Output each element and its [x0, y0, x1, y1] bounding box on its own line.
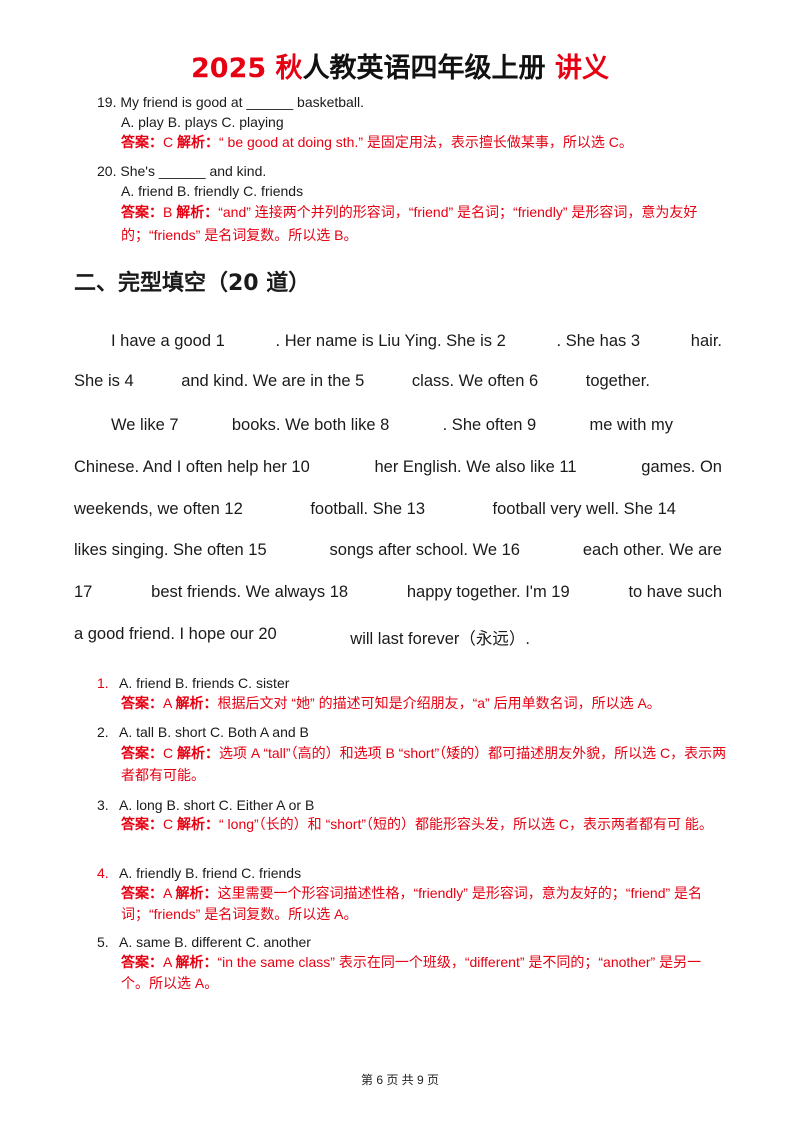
cloze-question-1: 1. A. friend B. friends C. sister 答案：A 解析…	[97, 673, 729, 713]
passage-segment: weekends, we often 12	[74, 500, 243, 518]
passage-segment: happy together. I'm 19	[406, 583, 570, 601]
question-stem: My friend is good at ______ basketball.	[120, 94, 364, 110]
title-main: 人教英语四年级上册	[302, 53, 555, 84]
page-title: 2025 秋人教英语四年级上册 讲义	[0, 52, 800, 86]
analysis-label: 解析：	[177, 745, 219, 761]
analysis-text: 根据后文对 “她” 的描述可知是介绍朋友，“a” 后用单数名词，所以选 A。	[217, 695, 661, 711]
analysis-text: 这里需要一个形容词描述性格，“friendly” 是形容词，意为友好的；“fri…	[121, 885, 703, 922]
passage-segment: to have such	[628, 583, 722, 601]
answer-block: 答案：A 解析：根据后文对 “她” 的描述可知是介绍朋友，“a” 后用单数名词，…	[97, 693, 729, 713]
passage-segment: Chinese. And I often help her 10	[74, 458, 310, 476]
passage-segment: hair.	[690, 332, 722, 350]
question-number: 3.	[97, 797, 109, 813]
passage-segment: She is 4	[74, 372, 134, 390]
passage-segment: football very well. She 14	[492, 500, 676, 518]
answer-label: 答案：	[121, 885, 163, 901]
passage-segment: I have a good 1	[111, 332, 225, 350]
answer-block: 答案：C 解析：“ long”（长的）和 “short”（短的）都能形容头发，所…	[97, 815, 729, 834]
analysis-text: “ long”（长的）和 “short”（短的）都能形容头发，所以选 C，表示两…	[219, 816, 713, 832]
passage-segment: songs after school. We 16	[329, 541, 520, 559]
passage-segment: me with my	[589, 416, 673, 434]
passage-segment: together.	[585, 372, 650, 390]
cloze-question-2: 2. A. tall B. short C. Both A and B 答案：C …	[97, 722, 729, 786]
cloze-question-5: 5. A. same B. different C. another 答案：A 解…	[97, 932, 729, 994]
answer-block: 答案：B 解析：“and” 连接两个并列的形容词，“friend” 是名词；“f…	[97, 201, 731, 247]
passage-segment: and kind. We are in the 5	[181, 372, 365, 390]
question-options: A. friendly B. friend C. friends	[119, 865, 302, 881]
passage-segment: class. We often 6	[411, 372, 539, 390]
page-footer: 第 6 页 共 9 页	[360, 1073, 440, 1087]
question-stem: She's ______ and kind.	[120, 163, 267, 179]
passage-segment: a good friend. I hope our 20	[74, 625, 277, 643]
answer-value: C	[163, 816, 177, 832]
analysis-label: 解析：	[175, 885, 218, 901]
question-number: 5.	[97, 934, 109, 950]
passage-line: She is 4 and kind. We are in the 5 class…	[74, 372, 650, 396]
answer-value: A	[163, 954, 176, 970]
analysis-label: 解析：	[175, 954, 218, 970]
analysis-text: “in the same class” 表示在同一个班级，“different”…	[121, 954, 702, 991]
question-options: A. friend B. friends C. sister	[119, 675, 290, 691]
passage-segment: each other. We are	[582, 541, 722, 559]
answer-value: A	[163, 695, 176, 711]
question-number: 4.	[97, 865, 109, 881]
passage-segment: books. We both like 8	[231, 416, 390, 434]
answer-value: C	[163, 745, 177, 761]
answer-value: B	[163, 204, 177, 220]
passage-line: 17 best friends. We always 18 happy toge…	[74, 583, 722, 607]
answer-block: 答案：A 解析：“in the same class” 表示在同一个班级，“di…	[97, 952, 729, 994]
question-20: 20. She's ______ and kind. A. friend B. …	[97, 161, 731, 247]
answer-label: 答案：	[121, 954, 163, 970]
passage-segment: . She often 9	[442, 416, 537, 434]
passage-line: likes singing. She often 15 songs after …	[74, 541, 722, 565]
answer-value: C	[163, 134, 177, 150]
passage-line: a good friend. I hope our 20 will last f…	[74, 625, 530, 649]
answer-block: 答案：C 解析：选项 A “tall”（高的）和选项 B “short”（矮的）…	[97, 742, 729, 786]
passage-line: weekends, we often 12 football. She 13 f…	[74, 500, 676, 524]
answer-label: 答案：	[121, 134, 163, 150]
passage-line: We like 7 books. We both like 8 . She of…	[111, 416, 673, 440]
passage-segment: games. On	[641, 458, 722, 476]
analysis-label: 解析：	[177, 134, 219, 150]
title-suffix: 讲义	[554, 53, 609, 84]
answer-block: 答案：A 解析：这里需要一个形容词描述性格，“friendly” 是形容词，意为…	[97, 883, 729, 925]
passage-segment: football. She 13	[310, 500, 425, 518]
answer-label: 答案：	[121, 816, 163, 832]
question-options: A. friend B. friendly C. friends	[121, 183, 304, 199]
analysis-label: 解析：	[177, 816, 219, 832]
passage-segment: will last forever（永远）.	[350, 630, 530, 648]
question-options: A. same B. different C. another	[119, 934, 311, 950]
answer-block: 答案：C 解析：“ be good at doing sth.” 是固定用法，表…	[97, 132, 731, 152]
answer-label: 答案：	[121, 745, 163, 761]
question-number: 19.	[97, 94, 117, 110]
cloze-question-3: 3. A. long B. short C. Either A or B 答案：C…	[97, 795, 729, 834]
question-options: A. long B. short C. Either A or B	[119, 797, 315, 813]
passage-segment: her English. We also like 11	[374, 458, 577, 476]
analysis-text: “ be good at doing sth.” 是固定用法，表示擅长做某事，所…	[219, 134, 633, 150]
answer-value: A	[163, 885, 176, 901]
passage-segment: best friends. We always 18	[151, 583, 349, 601]
passage-segment: . She has 3	[556, 332, 641, 350]
passage-line: Chinese. And I often help her 10 her Eng…	[74, 458, 722, 482]
answer-label: 答案：	[121, 204, 163, 220]
analysis-label: 解析：	[175, 695, 218, 711]
passage-segment: . Her name is Liu Ying. She is 2	[275, 332, 506, 350]
section-heading: 二、完型填空（20 道）	[74, 271, 311, 296]
passage-segment: We like 7	[111, 416, 179, 434]
answer-label: 答案：	[121, 695, 163, 711]
question-options: A. play B. plays C. playing	[121, 114, 284, 130]
passage-line: I have a good 1 . Her name is Liu Ying. …	[111, 332, 722, 356]
analysis-text: “and” 连接两个并列的形容词，“friend” 是名词；“friendly”…	[121, 204, 698, 243]
analysis-text: 选项 A “tall”（高的）和选项 B “short”（矮的）都可描述朋友外貌…	[121, 745, 727, 783]
question-number: 2.	[97, 724, 109, 740]
passage-segment: 17	[74, 583, 93, 601]
title-year: 2025 秋	[191, 53, 303, 84]
passage-segment: likes singing. She often 15	[74, 541, 267, 559]
analysis-label: 解析：	[176, 204, 219, 220]
question-19: 19. My friend is good at ______ basketba…	[97, 92, 731, 152]
cloze-question-4: 4. A. friendly B. friend C. friends 答案：A …	[97, 863, 729, 925]
question-number: 20.	[97, 163, 117, 179]
question-number: 1.	[97, 675, 109, 691]
question-options: A. tall B. short C. Both A and B	[119, 724, 309, 740]
